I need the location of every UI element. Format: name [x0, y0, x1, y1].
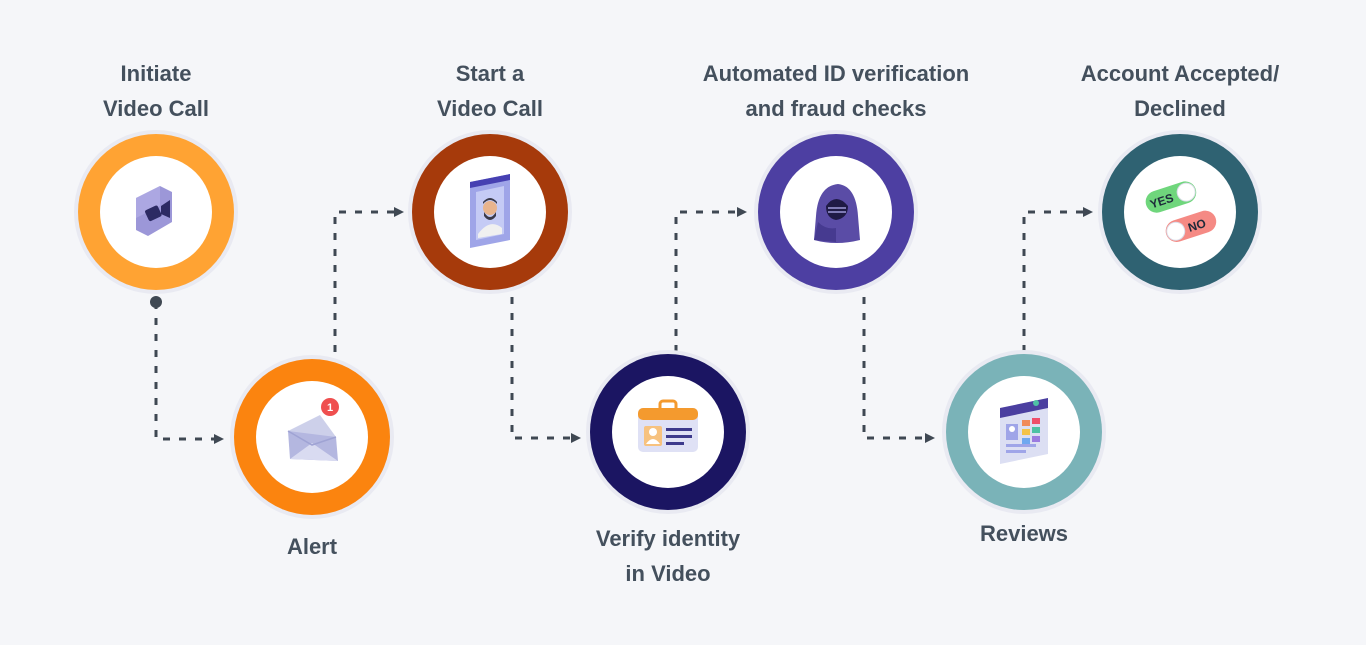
no-label: NO: [1186, 216, 1207, 235]
connectors: [154, 207, 1093, 444]
label-line: in Video: [625, 561, 711, 586]
label-line: Account Accepted/: [1080, 61, 1280, 86]
hacker-icon: [814, 184, 860, 243]
dashboard-icon: [1000, 398, 1048, 464]
id-card-icon: [638, 399, 698, 452]
label-start: Start a Video Call: [330, 56, 650, 126]
label-line: Video Call: [103, 96, 209, 121]
step-account: YES NO: [1098, 130, 1262, 294]
connector-start-to-verify: [510, 297, 581, 443]
connector-alert-to-start: [333, 207, 404, 352]
label-line: Alert: [286, 534, 338, 559]
video-person-icon: [470, 174, 510, 248]
step-initiate: [74, 130, 238, 294]
connector-start-dot: [150, 296, 162, 308]
notification-badge: [321, 398, 339, 416]
label-line: Video Call: [437, 96, 543, 121]
connector-reviews-to-account: [1022, 207, 1093, 352]
yes-no-toggle-icon: YES NO: [1145, 181, 1217, 242]
label-line: Reviews: [979, 521, 1069, 546]
step-start: [408, 130, 572, 294]
envelope-icon: 1: [287, 398, 339, 461]
label-alert: Alert: [152, 529, 472, 564]
label-line: and fraud checks: [745, 96, 927, 121]
step-verify: [586, 350, 750, 514]
step-automated: [754, 130, 918, 294]
label-line: Start a: [455, 61, 525, 86]
label-line: Automated ID verification: [702, 61, 970, 86]
step-alert: 1: [230, 355, 394, 519]
connector-verify-to-automated: [674, 207, 747, 352]
connector-automated-to-reviews: [862, 297, 935, 443]
label-line: Initiate: [120, 61, 192, 86]
label-reviews: Reviews: [864, 516, 1184, 551]
label-line: Declined: [1134, 96, 1226, 121]
connector-initiate-to-alert: [154, 302, 224, 444]
label-automated: Automated ID verification and fraud chec…: [676, 56, 996, 126]
label-line: Verify identity: [595, 526, 741, 551]
video-camera-icon: [136, 186, 172, 236]
step-reviews: [942, 350, 1106, 514]
label-verify: Verify identity in Video: [508, 521, 828, 591]
notification-badge-count: 1: [327, 402, 333, 414]
label-initiate: Initiate Video Call: [0, 56, 316, 126]
label-account: Account Accepted/ Declined: [1020, 56, 1340, 126]
